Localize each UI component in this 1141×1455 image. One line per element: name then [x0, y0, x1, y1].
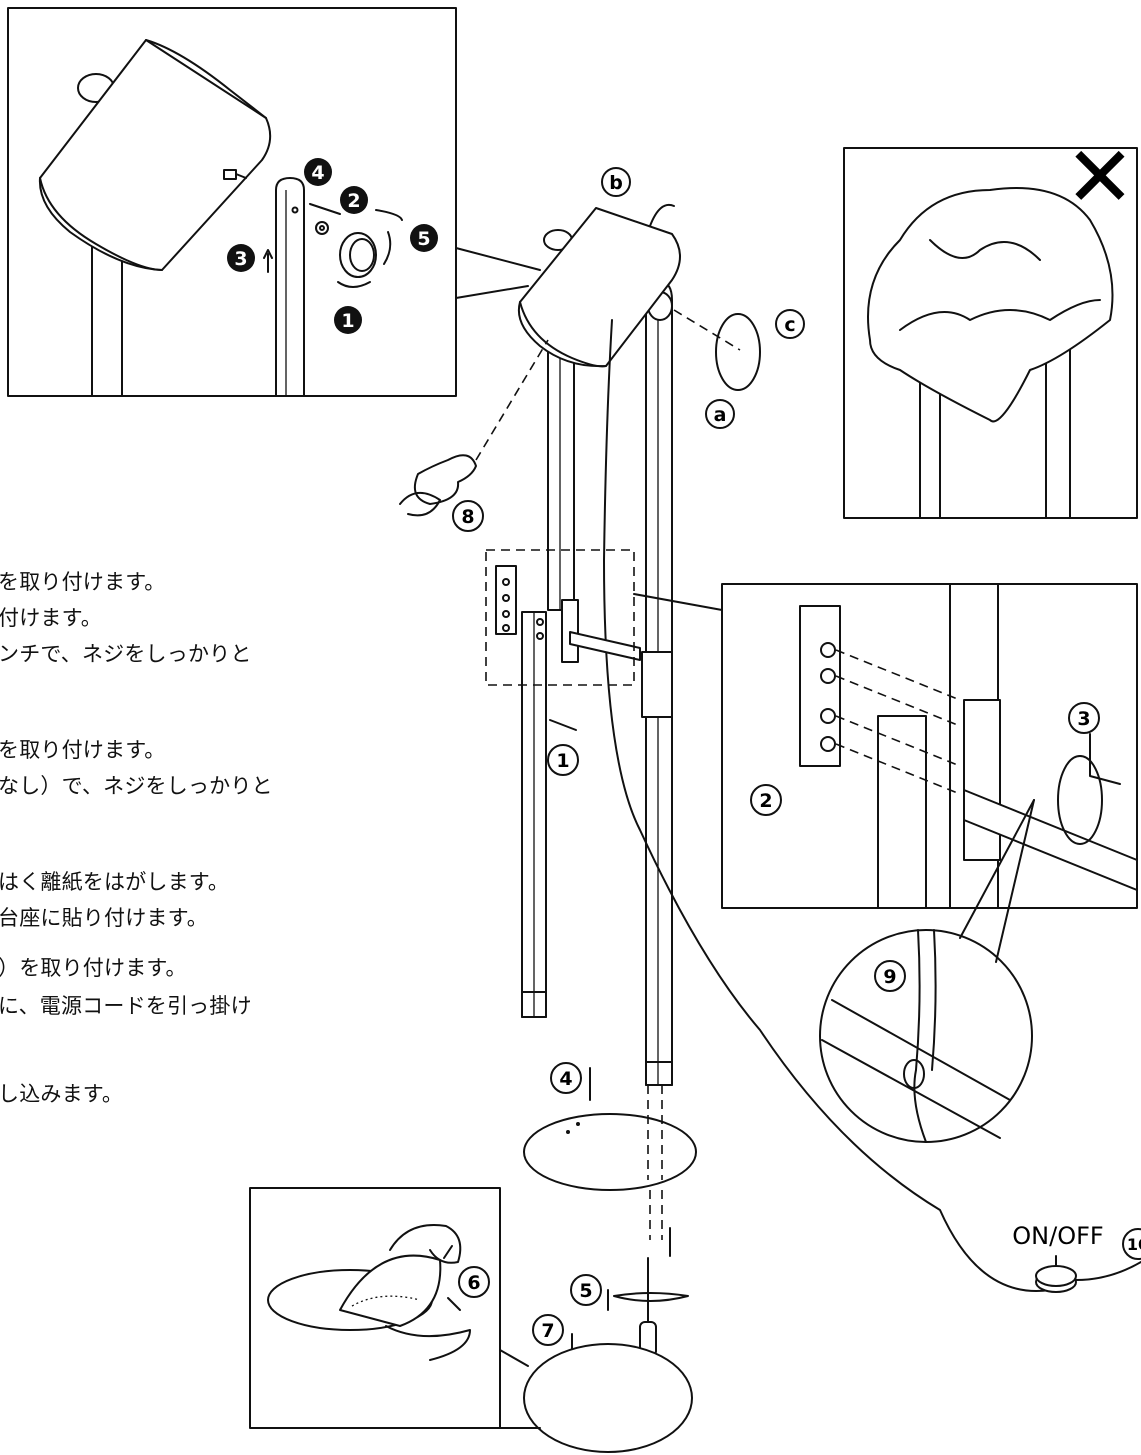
- adhesive-pad-icon: [523, 1343, 693, 1453]
- instruction-line-3: ンチで、ネジをしっかりと: [0, 642, 252, 666]
- lamp-shade-icon: [38, 39, 272, 271]
- filled-callout-5: 5: [417, 228, 430, 250]
- letter-callout-c: c: [784, 314, 795, 336]
- lamp-shade-icon: [518, 207, 681, 368]
- circled-callout-4: 4: [559, 1068, 572, 1090]
- screwdriver-icon: [613, 1257, 689, 1357]
- washer-icon: [315, 221, 329, 235]
- filled-callout-3: 3: [234, 248, 247, 270]
- letter-callout-b: b: [609, 172, 623, 194]
- hand-icon: [389, 1224, 462, 1264]
- bracket-detail-panel: [721, 583, 1138, 909]
- circled-callout-2: 2: [759, 790, 772, 812]
- circled-callout-1: 1: [556, 750, 569, 772]
- filled-callout-2: 2: [347, 190, 360, 212]
- instruction-line-1: を取り付けます。: [0, 570, 166, 594]
- switch-label: ON/OFF: [1012, 1222, 1103, 1250]
- forbidden-panel: ✕: [843, 128, 1138, 519]
- instruction-line-8: ）を取り付けます。: [0, 956, 187, 980]
- cord-hook-detail: [819, 929, 1033, 1143]
- pad-detail-panel: [249, 1187, 541, 1429]
- instruction-line-10: し込みます。: [0, 1082, 124, 1106]
- light-bulb-icon: [399, 339, 549, 517]
- rod-icon: [275, 177, 305, 397]
- instruction-line-5: なし）で、ネジをしっかりと: [0, 774, 273, 798]
- main-lamp: [399, 204, 1051, 1453]
- cloth-cover-icon: [867, 187, 1114, 423]
- shade-detail-panel: 4 2 3 5 1: [7, 7, 457, 397]
- foot-switch-icon: [1035, 1255, 1141, 1293]
- circled-callout-5: 5: [579, 1280, 592, 1302]
- bracket-icon: [495, 565, 641, 663]
- hand-icon: [385, 1325, 471, 1361]
- filled-callout-1: 1: [341, 310, 354, 332]
- letter-callout-a: a: [714, 404, 727, 426]
- thumb-nut-icon: [339, 232, 377, 278]
- instruction-line-6: はく離紙をはがします。: [0, 870, 230, 894]
- circled-callout-10: 10: [1127, 1235, 1141, 1254]
- circled-callout-6: 6: [467, 1272, 480, 1294]
- instruction-line-4: を取り付けます。: [0, 738, 166, 762]
- forbidden-mark: ✕: [1065, 128, 1135, 226]
- circled-callout-8: 8: [461, 506, 474, 528]
- filled-callout-4: 4: [311, 162, 324, 184]
- hex-key-icon: [1089, 733, 1121, 785]
- circled-callout-3: 3: [1077, 708, 1090, 730]
- screw-icon: [223, 169, 247, 180]
- instruction-line-2: 付けます。: [0, 606, 102, 630]
- round-base-icon: [523, 1113, 697, 1191]
- circled-callouts: 1 2 3 4 5 6 7 8 9 10 b c a: [452, 167, 1141, 1346]
- filled-callouts: 4 2 3 5 1: [227, 158, 438, 334]
- circled-callout-7: 7: [541, 1320, 554, 1342]
- circled-callout-9: 9: [883, 966, 896, 988]
- instruction-line-9: に、電源コードを引っ掛け: [0, 994, 252, 1018]
- instruction-line-7: 台座に貼り付けます。: [0, 906, 208, 930]
